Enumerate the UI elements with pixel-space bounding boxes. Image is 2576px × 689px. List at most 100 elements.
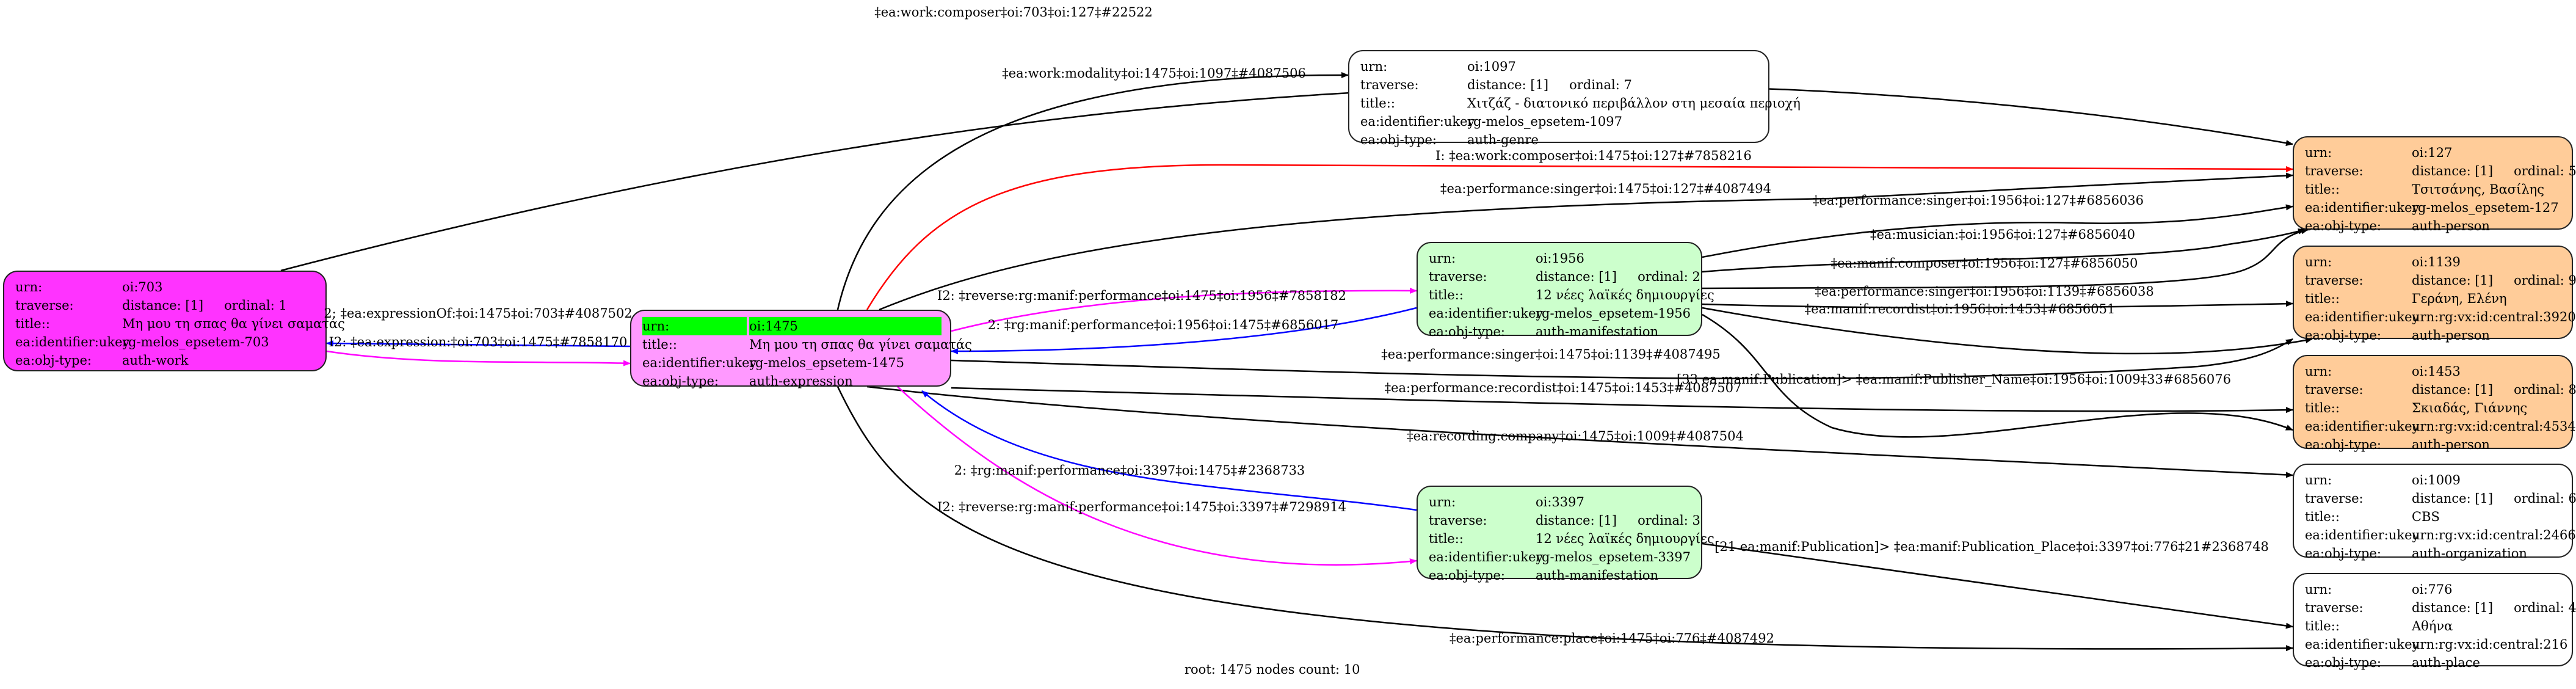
field-key: ea:identifier:ukey [2305,419,2420,434]
field-key: ea:identifier:ukey [2305,528,2420,542]
node-field-row: ea:obj-type: auth-person [2305,326,2563,344]
node-field-row: urn:oi:127 [2305,144,2563,162]
node-field-row: title::Σκιαδάς, Γιάννης [2305,399,2563,417]
field-key: ea:obj-type: [1429,324,1505,339]
field-value: Μη μου τη σπας θα γίνει σαματάς [122,316,345,331]
node-field-row: traverse: distance: [1]ordinal: 3 [1429,511,1700,530]
node-field-row: traverse:distance: [1]ordinal: 7 [1360,76,1760,94]
node-field-row: title::CBS [2305,508,2563,526]
field-key: traverse: [2305,600,2364,615]
field-key: title:: [1429,288,1464,302]
field-key: ea:obj-type: [2305,328,2381,343]
field-key: urn: [15,280,43,294]
field-key: ea:obj-type: [2305,219,2381,233]
field-key: traverse: [1429,513,1487,528]
field-value: distance: [1]ordinal: 8 [2412,382,2576,397]
node-field-row: urn:oi:1475 [642,317,942,335]
field-value: distance: [1]ordinal: 5 [2412,164,2576,178]
field-key: urn: [2305,473,2332,487]
edge-1956-to-1139 [1702,301,2293,309]
field-key: traverse: [1429,269,1487,284]
field-value: rg-melos_epsetem-1956 [1536,306,1691,321]
node-oi-703[interactable]: urn:oi:703 traverse: distance: [1]ordinal:… [3,271,345,371]
edge-1956-to-127 [1702,228,2306,273]
field-value: rg-melos_epsetem-127 [2412,200,2559,215]
field-key: title:: [2305,291,2340,306]
field-value: Αθήνα [2412,619,2453,633]
node-field-row: traverse:distance: [1]ordinal: 6 [2305,489,2576,508]
edge-1475-to-1097 [836,71,1349,310]
node-field-row: traverse:distance: [1]ordinal: 4 [2305,599,2576,617]
node-field-row: urn:oi:1009 [2305,471,2563,489]
node-field-row: urn:oi:703 [15,278,317,296]
node-field-row: title::Χιτζάζ - διατονικό περιβάλλον στη… [1360,94,1801,112]
field-value: Χιτζάζ - διατονικό περιβάλλον στη μεσαία… [1467,96,1801,111]
edge-1956-to-1475 [951,307,1417,354]
node-field-row: ea:obj-type:auth-manifestation [1429,566,1693,585]
edge-label: ‡ea:performance:place‡oi:1475‡oi:776‡#40… [1449,631,1774,646]
node-field-row: ea:obj-type: auth-place [2305,654,2563,672]
field-key: traverse: [15,298,74,313]
field-value: distance: [1]ordinal: 3 [1536,513,1700,528]
edge-label: I2: ‡reverse:rg:manif:performance‡oi:147… [937,500,1346,514]
edge-1475-to-703 [326,340,631,348]
node-field-row: urn:oi:1453 [2305,362,2563,381]
edge-label: I2: ‡reverse:rg:manif:performance‡oi:147… [937,288,1346,303]
field-value: auth-person [2412,437,2490,452]
node-field-row: traverse:distance: [1]ordinal: 5 [2305,162,2576,180]
field-value: rg-melos_epsetem-1475 [749,355,904,370]
node-field-row: ea:obj-type:auth-person [2305,436,2563,454]
edge-1475-to-1956 [951,287,1417,332]
ordinal-value: ordinal: 4 [2514,600,2576,615]
edge-1475-to-776 [836,386,2293,652]
field-value: auth-organization [2412,546,2527,561]
edge-1956-to-1453 [1702,307,2313,355]
field-value: distance: [1]ordinal: 9 [2412,273,2576,288]
field-value: urn:rg:vx:id:central:3920 [2412,310,2576,324]
edge-label: ‡ea:performance:recordist‡oi:1475‡oi:145… [1384,381,1742,395]
field-key: traverse: [2305,491,2364,506]
field-value: urn:rg:vx:id:central:2466 [2412,528,2576,542]
ordinal-value: ordinal: 8 [2514,382,2576,397]
field-value: auth-place [2412,655,2480,670]
field-value: rg-melos_epsetem-703 [122,335,269,349]
field-key: ea:obj-type: [2305,655,2381,670]
edge-1475-to-3397 [897,386,1417,566]
field-value: Σκιαδάς, Γιάννης [2412,401,2528,415]
field-value: auth-manifestation [1536,568,1659,583]
field-value: urn:rg:vx:id:central:4534 [2412,419,2576,434]
edge-label: I: ‡ea:work:composer‡oi:1475‡oi:127‡#785… [1435,148,1752,163]
node-field-row: ea:obj-type:auth-expression [642,372,942,390]
field-value: Γεράνη, Ελένη [2412,291,2507,306]
edge-1475-to-127 [879,172,2293,311]
node-field-row: title::Τσιτσάνης, Βασίλης [2305,180,2563,199]
field-value: urn:rg:vx:id:central:216 [2412,637,2568,652]
field-value: auth-manifestation [1536,324,1659,339]
field-value: 12 νέες λαϊκές δημιουργίες [1536,288,1714,302]
ordinal-value: ordinal: 7 [1569,78,1632,92]
node-field-row: ea:obj-type:auth-person [2305,217,2563,235]
edge-3397-to-1475 [921,390,1417,511]
edge-label: ‡ea:manif:recordist‡oi:1956‡oi:1453‡#685… [1804,302,2116,316]
edge-label: 2: ‡rg:manif:performance‡oi:1956‡oi:1475… [987,318,1339,332]
field-value: Τσιτσάνης, Βασίλης [2412,182,2545,197]
field-value: distance: [1]ordinal: 1 [122,298,287,313]
field-key: ea:obj-type: [15,353,92,368]
edge-label: ‡ea:work:composer‡oi:703‡oi:127‡#22522 [874,5,1153,20]
field-value: 12 νέες λαϊκές δημιουργίες [1536,531,1714,546]
field-value: auth-person [2412,328,2490,343]
